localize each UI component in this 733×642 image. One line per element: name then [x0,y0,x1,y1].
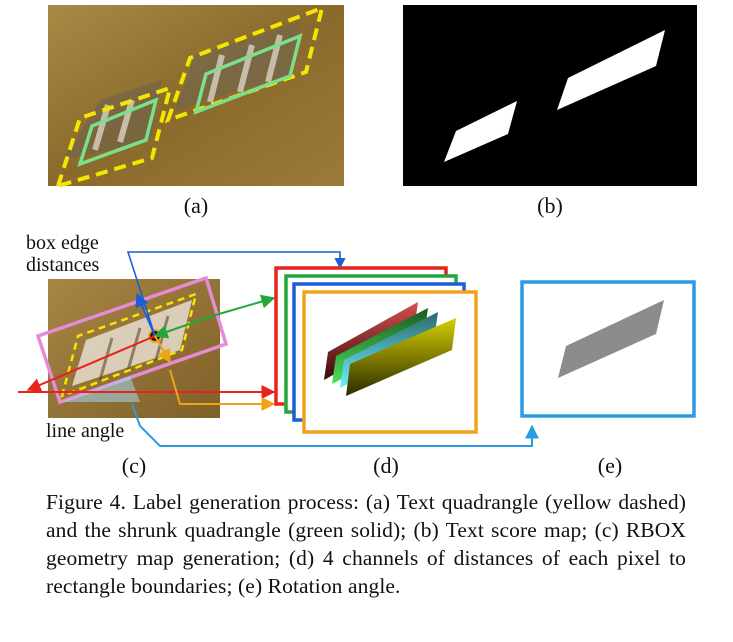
text-quadrangle-2 [164,4,325,124]
panel-label-e: (e) [597,453,623,478]
distance-arrows [18,251,539,447]
shrunk-quadrangle-2 [193,33,303,115]
figure-number: Figure 4. [46,490,126,514]
figure-caption: Figure 4. Label generation process: (a) … [46,488,686,600]
panel-d-distance-channels [274,266,478,434]
panel-label-d: (d) [373,453,399,478]
text-quadrangle-1 [54,84,173,190]
arrow-green-right-edge [153,294,276,339]
panel-label-b: (b) [537,193,563,218]
arrow-red-left-edge [26,335,156,392]
panel-a-photo [48,4,344,190]
arrow-orange-bottom-edge [154,335,171,364]
score-region-2 [557,30,665,110]
panel-e-rotation-angle [520,280,696,418]
panel-label-a: (a) [183,193,209,218]
angle-region [558,300,664,378]
box-edge-distances-label-line2: distances [24,254,102,276]
shrunk-quadrangle-1 [77,97,159,167]
arrow-cyan-angle [131,403,539,447]
panel-b-score-map [403,5,697,186]
line-angle-label: line angle [46,420,125,442]
panel-label-c: (c) [121,453,147,478]
caption-text: Label generation process: (a) Text quadr… [46,490,686,598]
score-region-1 [444,101,517,162]
panel-c-rbox-photo [35,275,229,418]
box-edge-distances-label-line1: box edge [24,232,101,254]
rbox-rectangle [35,275,229,405]
